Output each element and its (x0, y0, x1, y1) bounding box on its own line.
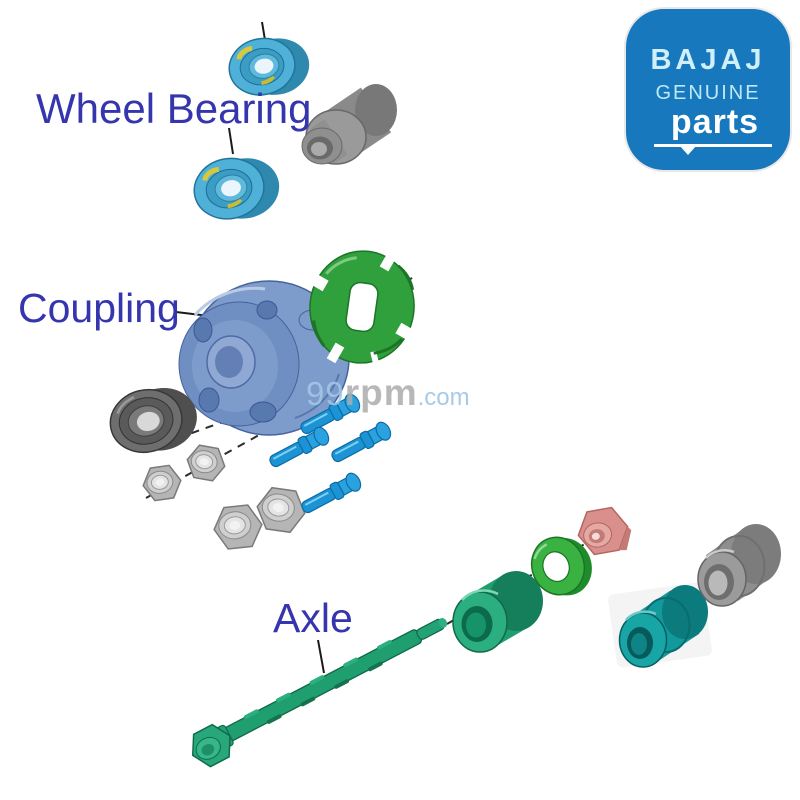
hex-nut-small-2-part (186, 444, 226, 482)
bushing-teal-part (608, 582, 712, 668)
logo-arrow-icon (680, 146, 696, 155)
watermark-99: 99 (306, 375, 345, 412)
coupling-bolt-4-part (301, 472, 362, 514)
logo-brand-text: BAJAJ (650, 44, 766, 76)
coupling-rubber-damper-part (307, 250, 417, 366)
washer-green-part (530, 536, 592, 596)
coupling-bolt-2-part (269, 426, 330, 468)
hex-nut-small-1-part (142, 464, 182, 502)
coupling-bolt-1-part (300, 393, 361, 435)
logo-underline (654, 144, 772, 155)
watermark: 99 rpm .com (306, 372, 470, 414)
watermark-dotcom: .com (417, 384, 470, 411)
axle-label: Axle (273, 595, 353, 641)
leader-line (228, 127, 234, 155)
coupling-label: Coupling (18, 285, 180, 331)
wheel-bearing-upper-part (228, 37, 310, 96)
leader-line (317, 639, 325, 674)
hub-spacer-bushing-top-part (301, 84, 397, 165)
logo-parts-text: parts (670, 103, 760, 141)
bajaj-logo: BAJAJ GENUINE parts (626, 9, 790, 170)
wheel-bearing-label: Wheel Bearing (36, 85, 312, 132)
logo-genuine-text: GENUINE (655, 82, 761, 104)
bushing-gray-right-part (697, 524, 781, 607)
wheel-bearing-lower-part (193, 157, 280, 220)
coupling-hub-part (178, 280, 350, 436)
sealed-bearing-dark-part (109, 387, 197, 454)
coupling-bolt-3-part (331, 421, 392, 463)
watermark-rpm: rpm (344, 372, 418, 413)
hex-nut-large-1-part (213, 504, 263, 550)
hex-nut-large-2-part (256, 486, 306, 534)
axle-shaft-part (191, 618, 448, 768)
nut-pink-part (577, 506, 632, 556)
axle-spacer-green-part (452, 571, 543, 653)
